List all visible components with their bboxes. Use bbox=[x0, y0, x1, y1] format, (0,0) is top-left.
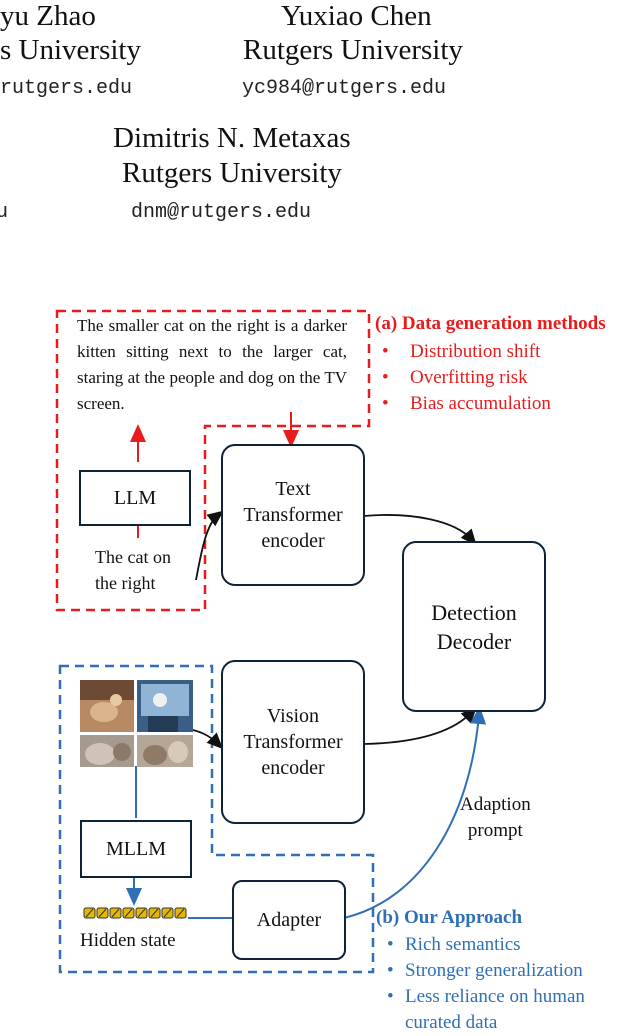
text-encoder-line-2: Transformer bbox=[243, 504, 343, 526]
adapter-box: Adapter bbox=[232, 880, 346, 960]
hidden-state-label: Hidden state bbox=[80, 930, 176, 951]
author-1-name: yu Zhao bbox=[0, 0, 96, 32]
text-encoder-box: Text Transformer encoder bbox=[221, 444, 365, 586]
our-approach-item: •Less reliance on human bbox=[387, 986, 585, 1007]
author-2-affiliation: Rutgers University bbox=[243, 34, 463, 66]
input-image-grid bbox=[80, 680, 193, 767]
adapter-to-decoder-arrow bbox=[343, 706, 487, 919]
text-encoder-to-decoder-arrow bbox=[363, 514, 477, 546]
author-3-name: Dimitris N. Metaxas bbox=[113, 122, 351, 154]
hidden-state-tokens bbox=[83, 907, 187, 919]
image-tile-4 bbox=[137, 735, 193, 767]
query-text: The cat on the right bbox=[95, 547, 171, 593]
mllm-label: MLLM bbox=[106, 837, 166, 860]
data-generation-list: •Distribution shift •Overfitting risk •B… bbox=[382, 339, 551, 417]
text-encoder-line-1: Text bbox=[275, 478, 311, 500]
author-2-email: yc984@rutgers.edu bbox=[242, 77, 447, 100]
author-3-affiliation: Rutgers University bbox=[122, 157, 342, 189]
our-approach-item-continuation: curated data bbox=[405, 1012, 498, 1033]
llm-box: LLM bbox=[79, 470, 191, 526]
data-generation-title: (a) Data generation methods bbox=[375, 313, 606, 334]
our-approach-region bbox=[58, 664, 375, 974]
mllm-box: MLLM bbox=[80, 820, 192, 878]
adaption-prompt-label: Adaption prompt bbox=[460, 792, 531, 844]
author-1-email: rutgers.edu bbox=[0, 77, 133, 100]
detection-decoder-box: Detection Decoder bbox=[402, 541, 546, 712]
adapter-label: Adapter bbox=[256, 909, 322, 931]
image-tile-1 bbox=[80, 680, 134, 732]
our-approach-list: •Rich semantics •Stronger generalization… bbox=[387, 932, 585, 1036]
vision-encoder-box: Vision Transformer encoder bbox=[221, 660, 365, 824]
images-to-vision-encoder-arrow bbox=[192, 729, 224, 750]
adaption-prompt-line-2: prompt bbox=[467, 820, 523, 841]
generated-caption-text: The smaller cat on the right is a darker… bbox=[77, 316, 347, 413]
vision-encoder-line-1: Vision bbox=[266, 705, 320, 727]
data-generation-item: •Overfitting risk bbox=[382, 367, 528, 388]
our-approach-item: •Rich semantics bbox=[387, 934, 521, 955]
data-generation-item: •Distribution shift bbox=[382, 341, 541, 362]
llm-label: LLM bbox=[113, 486, 157, 509]
our-approach-title: (b) Our Approach bbox=[376, 907, 523, 928]
vision-encoder-to-decoder-arrow bbox=[363, 706, 477, 745]
text-encoder-line-3: encoder bbox=[261, 530, 325, 552]
adaption-prompt-line-1: Adaption bbox=[460, 794, 531, 815]
data-generation-item: •Bias accumulation bbox=[382, 393, 551, 414]
image-tile-2 bbox=[137, 680, 193, 732]
data-generation-region bbox=[55, 309, 371, 612]
query-to-text-encoder-arrow bbox=[195, 510, 224, 581]
image-tile-3 bbox=[80, 735, 134, 767]
author-4-email-fragment: u bbox=[0, 201, 9, 224]
vision-encoder-line-3: encoder bbox=[261, 757, 325, 779]
author-2-name: Yuxiao Chen bbox=[281, 0, 432, 32]
author-1-affiliation: s University bbox=[0, 34, 141, 66]
vision-encoder-line-2: Transformer bbox=[243, 731, 343, 753]
decoder-line-2: Decoder bbox=[436, 628, 512, 654]
decoder-line-1: Detection bbox=[431, 599, 517, 625]
author-3-email: dnm@rutgers.edu bbox=[131, 201, 312, 224]
our-approach-item: •Stronger generalization bbox=[387, 960, 583, 981]
